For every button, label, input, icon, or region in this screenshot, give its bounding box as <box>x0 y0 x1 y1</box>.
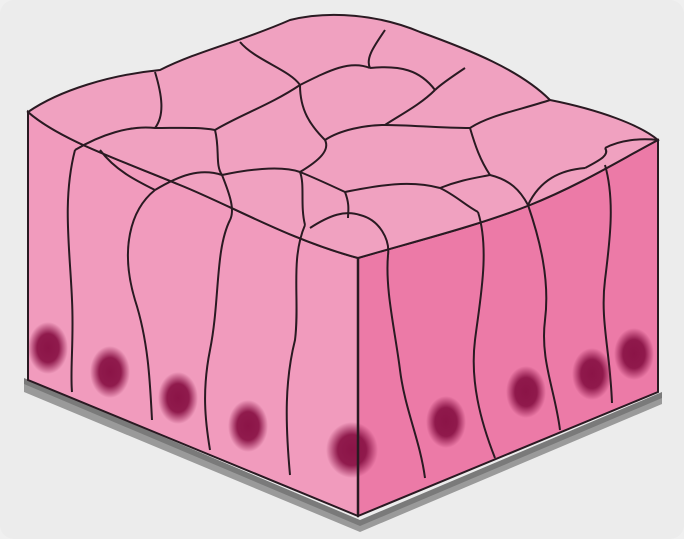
nucleus <box>90 346 130 398</box>
nucleus <box>158 372 198 424</box>
nucleus <box>572 348 612 400</box>
nucleus <box>228 400 268 452</box>
nucleus <box>614 328 654 380</box>
nucleus <box>506 366 546 418</box>
nucleus <box>426 396 466 448</box>
nucleus <box>28 322 68 374</box>
nucleus <box>326 422 378 478</box>
